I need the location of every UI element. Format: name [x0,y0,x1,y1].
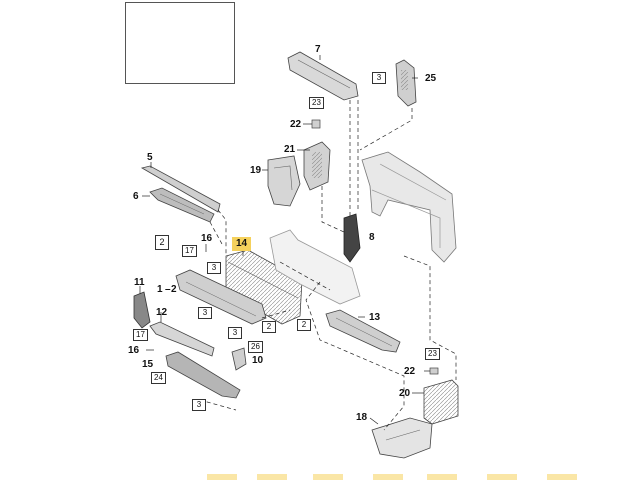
ref-box-2: 2 [155,235,169,250]
part-13-lower-deflector [325,309,401,353]
callout-11: 11 [134,277,145,288]
part-8-side-bracket [343,213,361,263]
callout-6: 6 [133,191,139,202]
part-1-2-bumper-support [175,269,267,325]
callout-1-dash: – [165,284,171,295]
leader-lines [139,55,430,425]
highlight-strip [195,474,615,480]
dashed-guides [199,100,457,431]
part-6-trim-strip [149,187,215,223]
part-7-upper-cross-member [287,51,359,101]
callout-22: 22 [290,119,302,130]
ref-box-3d: 3 [228,327,242,339]
ref-box-3e: 3 [192,399,206,411]
part-19-air-duct [267,155,301,207]
part-21-air-guide [303,141,331,191]
ref-box-3c: 3 [198,307,212,319]
callout-18: 18 [356,412,368,423]
ref-box-17b: 17 [133,329,148,341]
part-15-lower-grille-bar [165,351,241,399]
part-12-lower-trim [149,321,215,357]
impact-absorber [269,229,361,305]
callout-1: 1 [157,284,163,295]
part-22-clip-lower [429,367,439,375]
part-25-bracket [395,59,417,107]
part-18-duct-lower [371,417,433,459]
ref-box-23: 23 [309,97,324,109]
ref-box-17: 17 [182,245,197,257]
callout-12: 12 [156,307,168,318]
callout-8: 8 [369,232,375,243]
ref-box-23b: 23 [425,348,440,360]
part-22-clip-upper [311,119,321,129]
callout-7: 7 [315,44,321,55]
callout-5: 5 [147,152,153,163]
callout-21: 21 [284,144,296,155]
callout-16: 16 [201,233,213,244]
callout-19: 19 [250,165,262,176]
part-5-trim-strip [140,165,221,213]
ref-box-3b: 3 [207,262,221,274]
callout-1-2: 2 [171,284,177,295]
callout-13: 13 [369,312,381,323]
part-20-air-guide-lower [423,379,459,425]
ref-box-2c: 2 [297,319,311,331]
part-10-bracket [231,347,247,371]
part-11-side-grille [133,291,151,329]
ref-box-2b: 2 [262,321,276,333]
ref-box-24: 24 [151,372,166,384]
front-end-carrier-frame [361,151,457,263]
callout-25: 25 [425,73,437,84]
callout-20: 20 [399,388,411,399]
callout-10: 10 [252,355,264,366]
ref-box-26: 26 [248,341,263,353]
callout-14-highlighted: 14 [232,237,252,251]
callout-22b: 22 [404,366,416,377]
callout-16b: 16 [128,345,140,356]
vehicle-thumbnail-frame [125,2,235,84]
ref-box-3: 3 [372,72,386,84]
callout-15: 15 [142,359,154,370]
